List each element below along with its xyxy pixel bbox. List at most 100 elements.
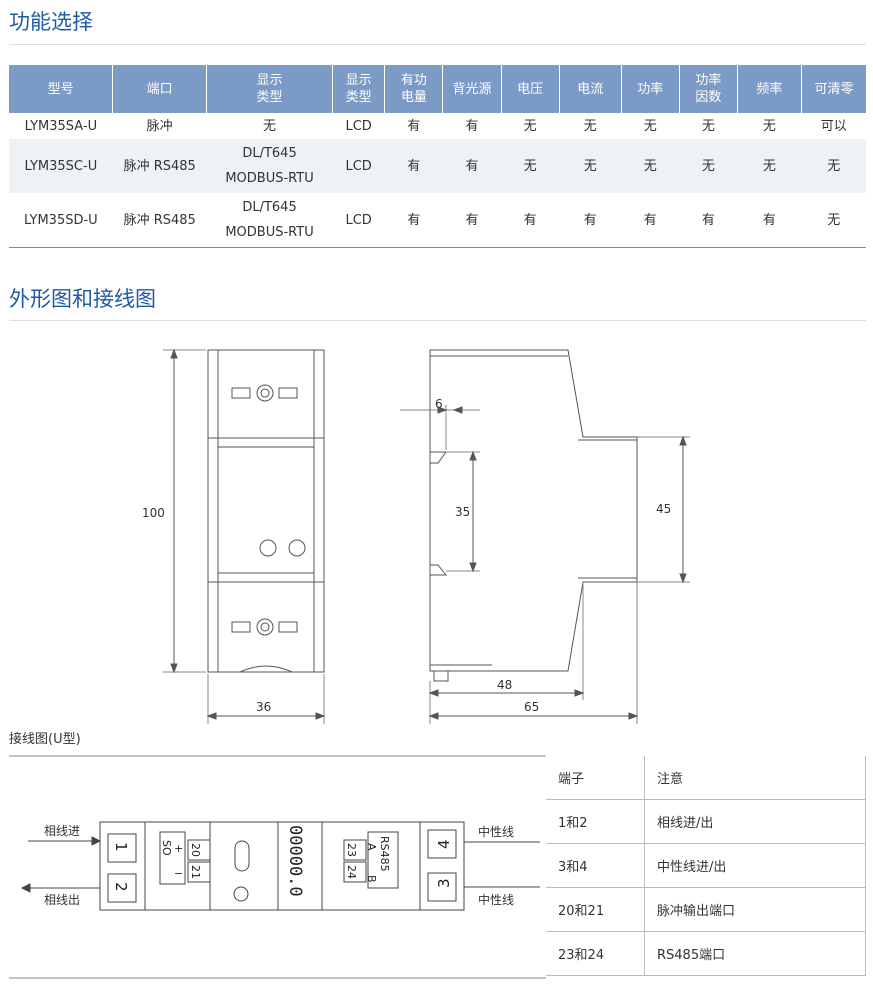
display-value: 00000.0 xyxy=(285,825,305,897)
wiring-table-cell: 20和21 xyxy=(546,887,645,932)
spec-cell: LCD xyxy=(332,139,385,193)
pulse-terminal-21: 21 xyxy=(189,865,202,879)
spec-cell: 有 xyxy=(465,118,479,134)
label-phase-in: 相线进 xyxy=(44,824,80,838)
spec-header-cell: 显示 类型 xyxy=(206,65,333,113)
spec-cell: 无 xyxy=(679,139,738,193)
pulse-label: SO xyxy=(160,840,173,856)
wiring-table-cell: 端子 xyxy=(546,756,645,800)
spec-cell: 可以 xyxy=(820,118,847,134)
dim-depth-inner: 48 xyxy=(497,678,512,692)
spec-cell: LYM35SD-U xyxy=(9,193,113,248)
spec-cell: LYM35SC-U xyxy=(9,139,113,193)
dim-width: 36 xyxy=(256,700,271,714)
spec-cell: 无 xyxy=(559,139,622,193)
title-rule xyxy=(9,44,866,45)
spec-header-cell: 电流 xyxy=(559,65,622,113)
spec-header-cell: 电压 xyxy=(501,65,560,113)
spec-cell: 无 xyxy=(621,139,680,193)
terminal-3: 3 xyxy=(435,878,453,888)
spec-row: LYM35SA-U 脉冲 无 LCD 有 有 无 无 无 无 无 可以 xyxy=(9,113,866,139)
wiring-table-cell: 中性线进/出 xyxy=(644,843,866,888)
spec-cell: 无 xyxy=(762,118,776,134)
spec-cell: 有 xyxy=(384,139,443,193)
spec-cell: 脉冲 RS485 xyxy=(112,139,207,193)
title-rule-2 xyxy=(9,320,866,321)
label-neutral-top: 中性线 xyxy=(478,824,514,839)
pulse-terminal-20: 20 xyxy=(189,843,202,857)
spec-cell: 有 xyxy=(737,193,802,248)
section-title-outline: 外形图和接线图 xyxy=(9,287,156,311)
spec-header-cell: 背光源 xyxy=(442,65,502,113)
terminal-4: 4 xyxy=(435,839,453,849)
spec-cell: 有 xyxy=(407,118,421,134)
rs485-b: B xyxy=(365,875,378,883)
pulse-plus: + xyxy=(174,842,183,855)
pulse-minus: − xyxy=(174,867,183,880)
wiring-table-cell: 3和4 xyxy=(546,843,645,888)
wiring-diagram: 相线进 相线出 中性线 中性线 1 2 3 4 SO + − 20 21 23 … xyxy=(9,755,546,979)
wiring-table-cell: 注意 xyxy=(644,756,866,800)
spec-cell: 无 xyxy=(801,139,866,193)
dim-rail-offset: 6 xyxy=(435,397,443,411)
spec-cell: 脉冲 RS485 xyxy=(112,193,207,248)
spec-table: 型号端口显示 类型显示 类型有功 电量背光源电压电流功率功率 因数频率可清零 L… xyxy=(9,65,866,248)
side-view xyxy=(400,349,690,724)
spec-cell: 有 xyxy=(501,193,560,248)
rs485-a: A xyxy=(365,843,378,851)
dim-side-height: 45 xyxy=(656,502,671,516)
spec-cell: 无 xyxy=(263,118,277,134)
spec-cell: 无 xyxy=(583,118,597,134)
wiring-caption: 接线图(U型) xyxy=(9,732,81,747)
dim-height: 100 xyxy=(142,506,165,520)
spec-cell: 有 xyxy=(679,193,738,248)
spec-cell: 无 xyxy=(523,118,537,134)
rs485-label: RS485 xyxy=(378,836,391,872)
spec-header-cell: 显示 类型 xyxy=(332,65,386,113)
wiring-table-header: 端子注意 xyxy=(546,756,866,800)
wiring-table-cell: 23和24 xyxy=(546,931,645,976)
spec-header-cell: 端口 xyxy=(112,65,208,113)
spec-cell: DL/T645 MODBUS-RTU xyxy=(206,139,333,193)
outline-drawing: 100 36 6 35 45 48 65 xyxy=(142,348,690,724)
spec-cell: 有 xyxy=(384,193,443,248)
spec-cell: 脉冲 xyxy=(146,118,173,134)
spec-header-cell: 功率 xyxy=(621,65,680,113)
spec-header-cell: 型号 xyxy=(9,65,114,113)
spec-cell: 无 xyxy=(643,118,657,134)
spec-cell: 有 xyxy=(621,193,680,248)
spec-cell: 有 xyxy=(559,193,622,248)
spec-cell: 无 xyxy=(737,139,802,193)
spec-cell: 无 xyxy=(501,139,560,193)
spec-cell: LCD xyxy=(332,193,385,248)
spec-cell: 有 xyxy=(442,139,502,193)
wiring-table-cell: 1和2 xyxy=(546,799,645,844)
section-title-function: 功能选择 xyxy=(9,10,93,34)
terminal-1: 1 xyxy=(112,842,130,852)
wiring-table-cell: 相线进/出 xyxy=(644,799,866,844)
rs485-terminal-24: 24 xyxy=(345,865,358,879)
spec-cell: LCD xyxy=(345,118,372,134)
dim-depth-total: 65 xyxy=(524,700,539,714)
spec-header-cell: 功率 因数 xyxy=(679,65,738,113)
spec-header-cell: 频率 xyxy=(737,65,802,113)
dim-inner: 35 xyxy=(455,505,470,519)
spec-header-cell: 可清零 xyxy=(801,65,866,113)
spec-cell: LYM35SA-U xyxy=(24,118,98,134)
rs485-terminal-23: 23 xyxy=(345,843,358,857)
wiring-table-cell: RS485端口 xyxy=(644,931,866,976)
spec-cell: DL/T645 MODBUS-RTU xyxy=(206,193,333,248)
wiring-table-cell: 脉冲输出端口 xyxy=(644,887,866,932)
terminal-2: 2 xyxy=(112,882,130,892)
spec-cell: 有 xyxy=(442,193,502,248)
spec-header-cell: 有功 电量 xyxy=(384,65,444,113)
spec-cell: 无 xyxy=(701,118,715,134)
spec-cell: 无 xyxy=(801,193,866,248)
